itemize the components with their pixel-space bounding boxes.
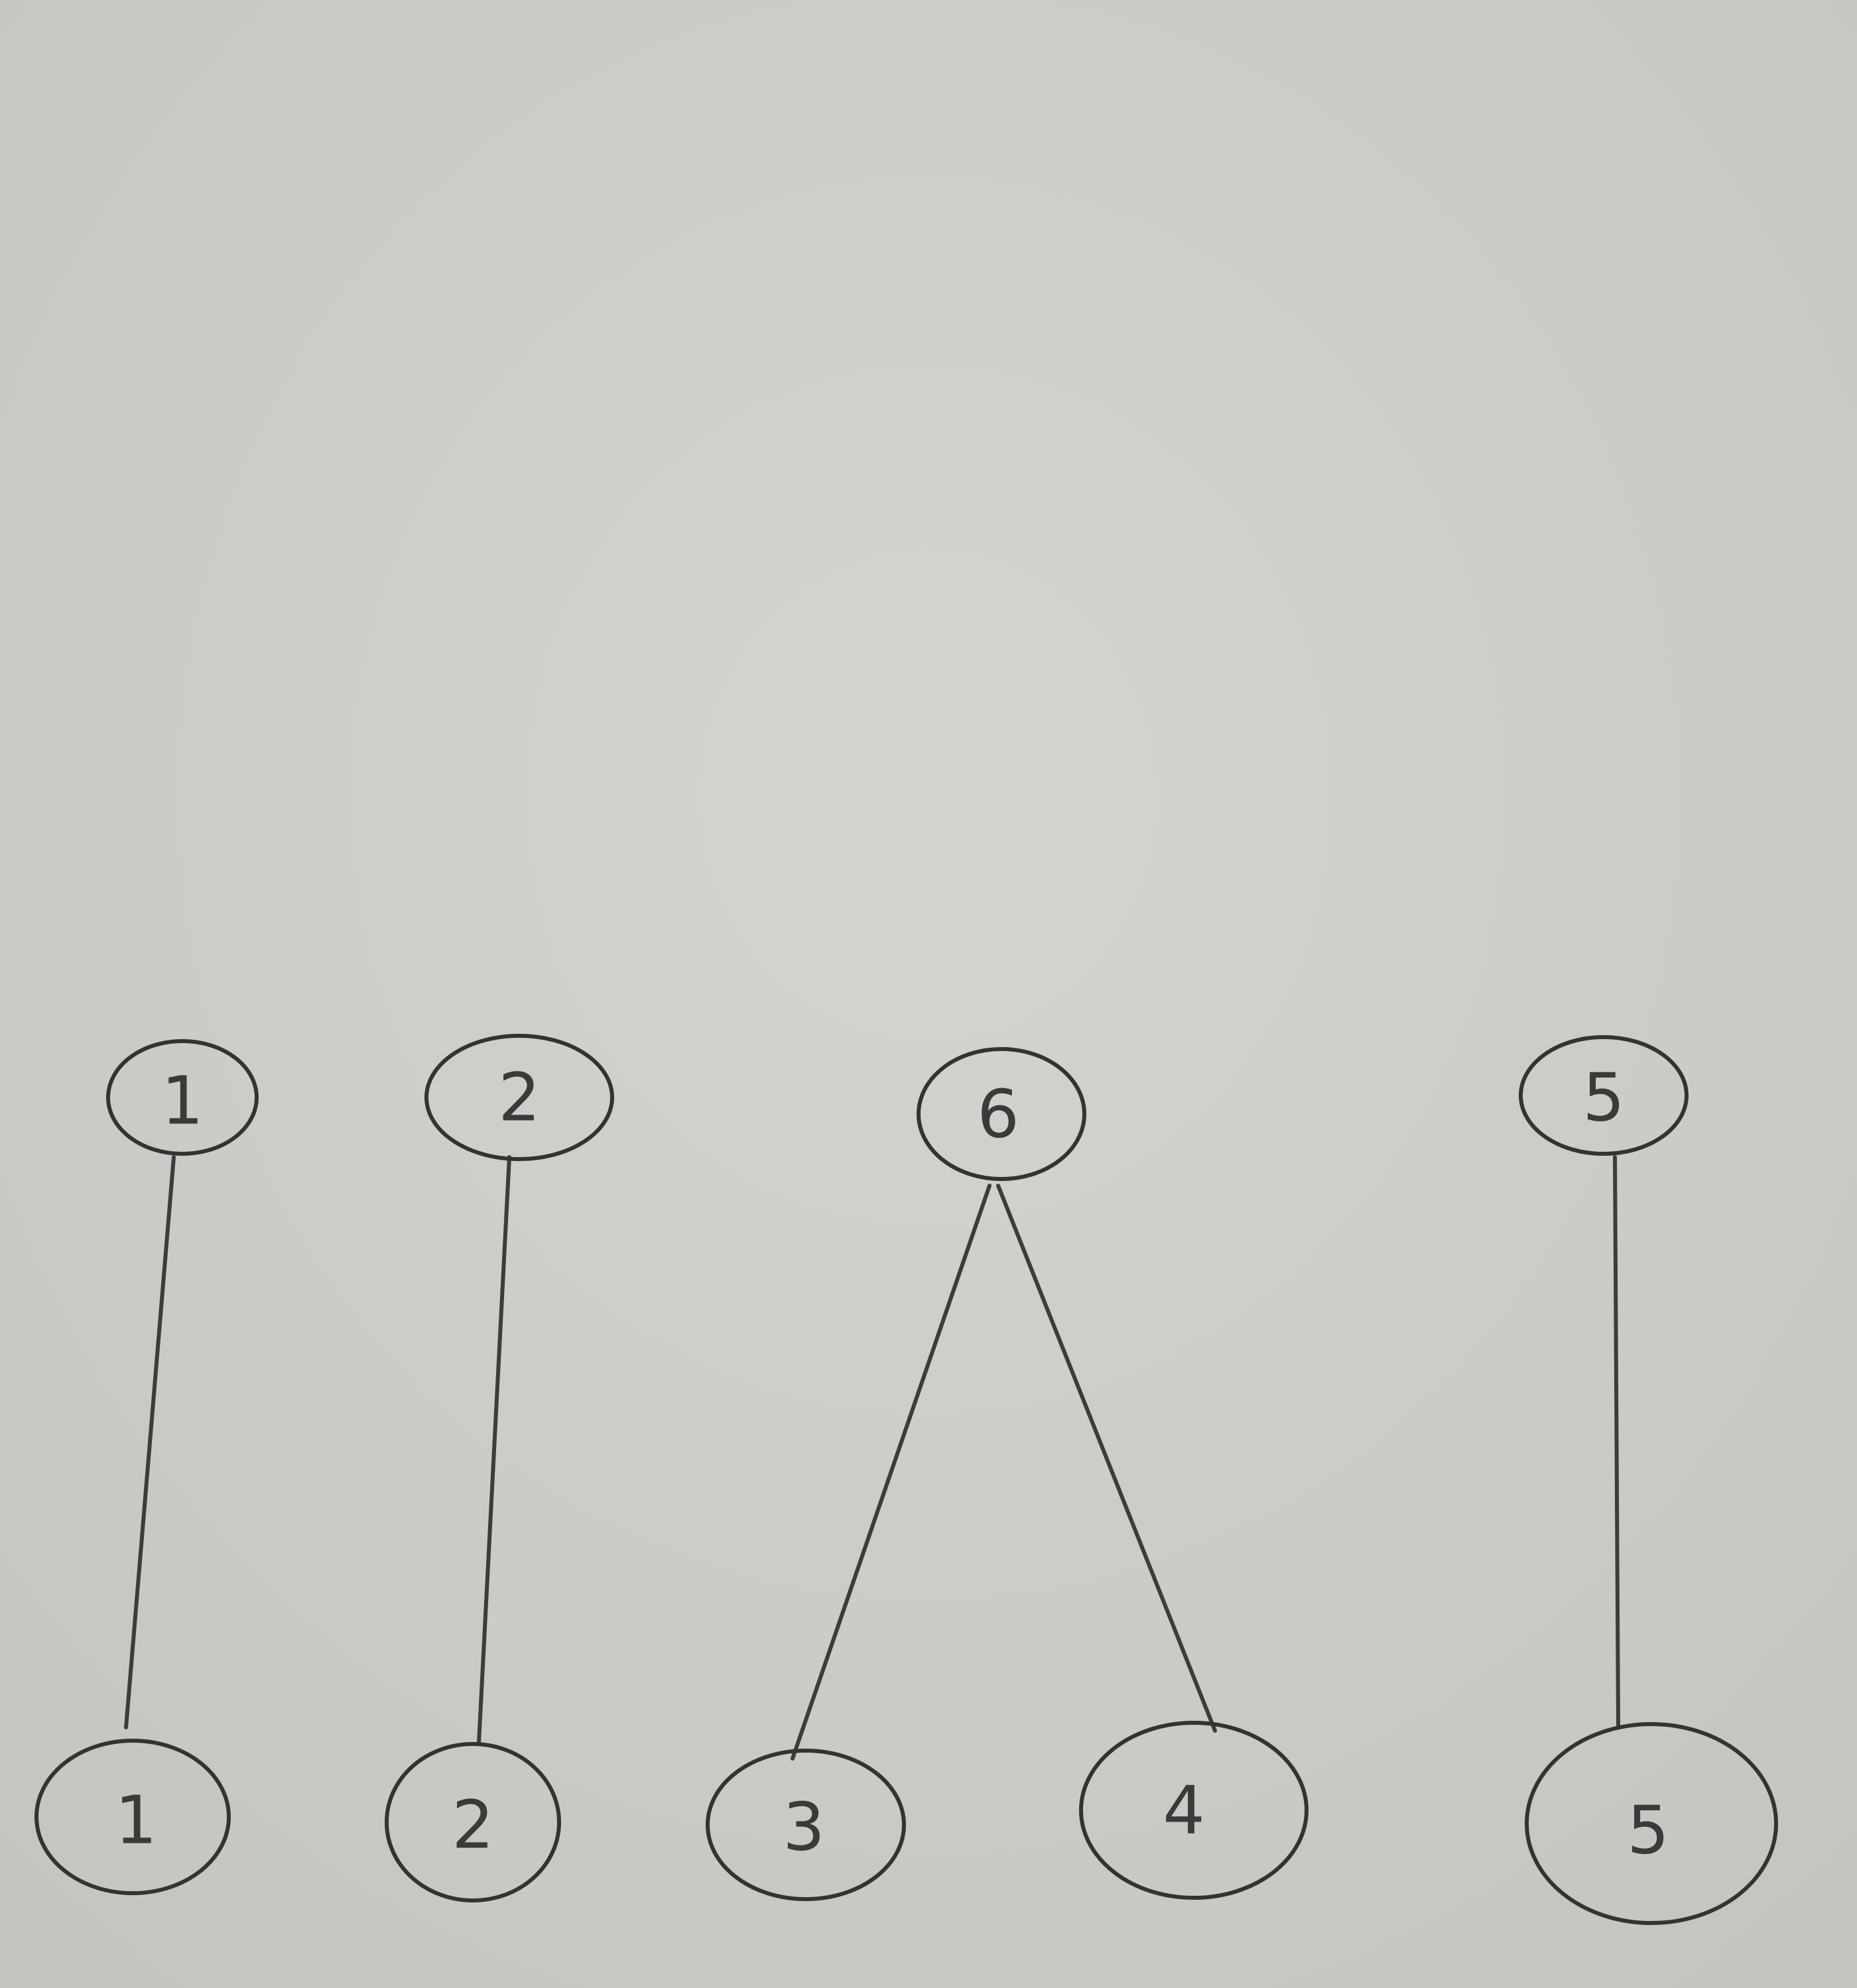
node-ring — [34, 1739, 231, 1895]
node-top-6: 6 — [917, 1047, 1086, 1181]
node-ring — [1519, 1035, 1689, 1156]
node-label: 1 — [115, 1782, 157, 1859]
edges — [124, 1155, 1620, 1761]
node-ring — [917, 1047, 1086, 1181]
edge-bottom-2-top-2 — [477, 1155, 511, 1745]
node-bottom-1: 1 — [34, 1739, 231, 1895]
node-bottom-3: 3 — [706, 1749, 906, 1901]
node-ring — [385, 1742, 561, 1902]
node-bottom-4: 4 — [1079, 1721, 1309, 1900]
node-ring — [424, 1034, 614, 1161]
node-bottom-5: 5 — [1525, 1722, 1778, 1925]
top-row: 1 2 6 5 — [106, 1034, 1689, 1181]
node-ring — [1079, 1721, 1309, 1900]
edge-bottom-5-top-5 — [1613, 1155, 1620, 1729]
node-label: 1 — [161, 1062, 204, 1140]
node-top-1: 1 — [106, 1039, 259, 1156]
node-ring — [706, 1749, 906, 1901]
node-label: 5 — [1627, 1792, 1669, 1869]
edge-bottom-4-top-6 — [996, 1184, 1217, 1733]
node-label: 3 — [783, 1788, 825, 1866]
node-bottom-2: 2 — [385, 1742, 561, 1902]
node-top-2: 2 — [424, 1034, 614, 1161]
node-label: 2 — [452, 1786, 494, 1864]
node-label: 6 — [977, 1076, 1019, 1153]
node-label: 5 — [1582, 1059, 1625, 1137]
edge-bottom-1-top-1 — [124, 1155, 176, 1729]
node-label: 2 — [498, 1059, 541, 1137]
node-top-5: 5 — [1519, 1035, 1689, 1156]
node-ring — [1525, 1722, 1778, 1925]
node-ring — [106, 1039, 259, 1156]
bottom-row: 1 2 3 4 5 — [34, 1721, 1778, 1925]
edge-bottom-3-top-6 — [791, 1184, 992, 1761]
node-label: 4 — [1163, 1772, 1205, 1849]
